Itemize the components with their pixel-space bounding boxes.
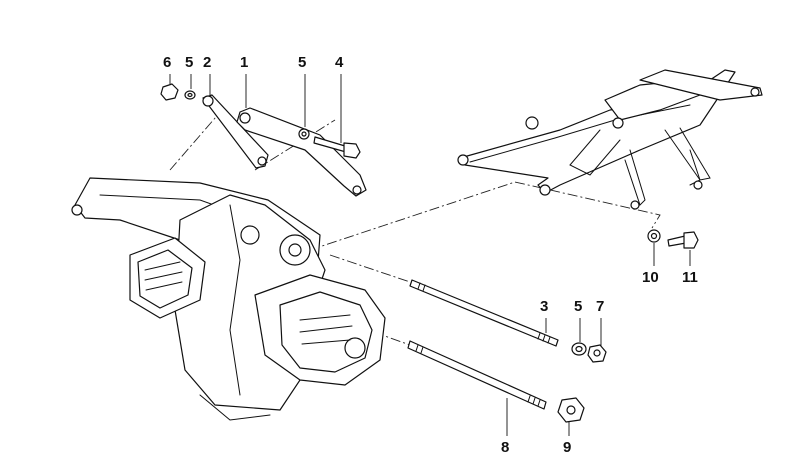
callout-2: 2 <box>203 54 212 71</box>
part-1-strut <box>236 107 367 197</box>
part-4-bolt <box>313 136 361 159</box>
part-6-nut <box>160 83 179 101</box>
callout-11: 11 <box>682 269 698 286</box>
part-5-washer-c <box>571 342 587 356</box>
callout-6: 6 <box>163 54 172 71</box>
callout-1: 1 <box>240 54 249 71</box>
engine-assembly <box>71 177 386 421</box>
part-11-bolt <box>667 231 699 249</box>
callout-5-a: 5 <box>185 54 194 71</box>
callout-7: 7 <box>596 298 605 315</box>
callout-9: 9 <box>563 439 572 456</box>
part-5-washer-b <box>298 128 310 140</box>
callout-3: 3 <box>540 298 549 315</box>
part-5-washer-a <box>184 90 196 100</box>
callout-8: 8 <box>501 439 510 456</box>
callout-5-b: 5 <box>298 54 307 71</box>
frame-assembly <box>457 69 763 210</box>
callout-10: 10 <box>642 269 659 286</box>
part-7-nut <box>587 344 607 363</box>
part-10-washer <box>647 229 661 243</box>
leader-lines <box>169 74 691 436</box>
part-3-stud <box>409 279 559 347</box>
part-2-bracket <box>202 94 269 169</box>
callout-4: 4 <box>335 54 344 71</box>
part-9-collar-nut <box>557 397 585 423</box>
part-8-stud <box>407 340 547 410</box>
callout-5-c: 5 <box>574 298 583 315</box>
